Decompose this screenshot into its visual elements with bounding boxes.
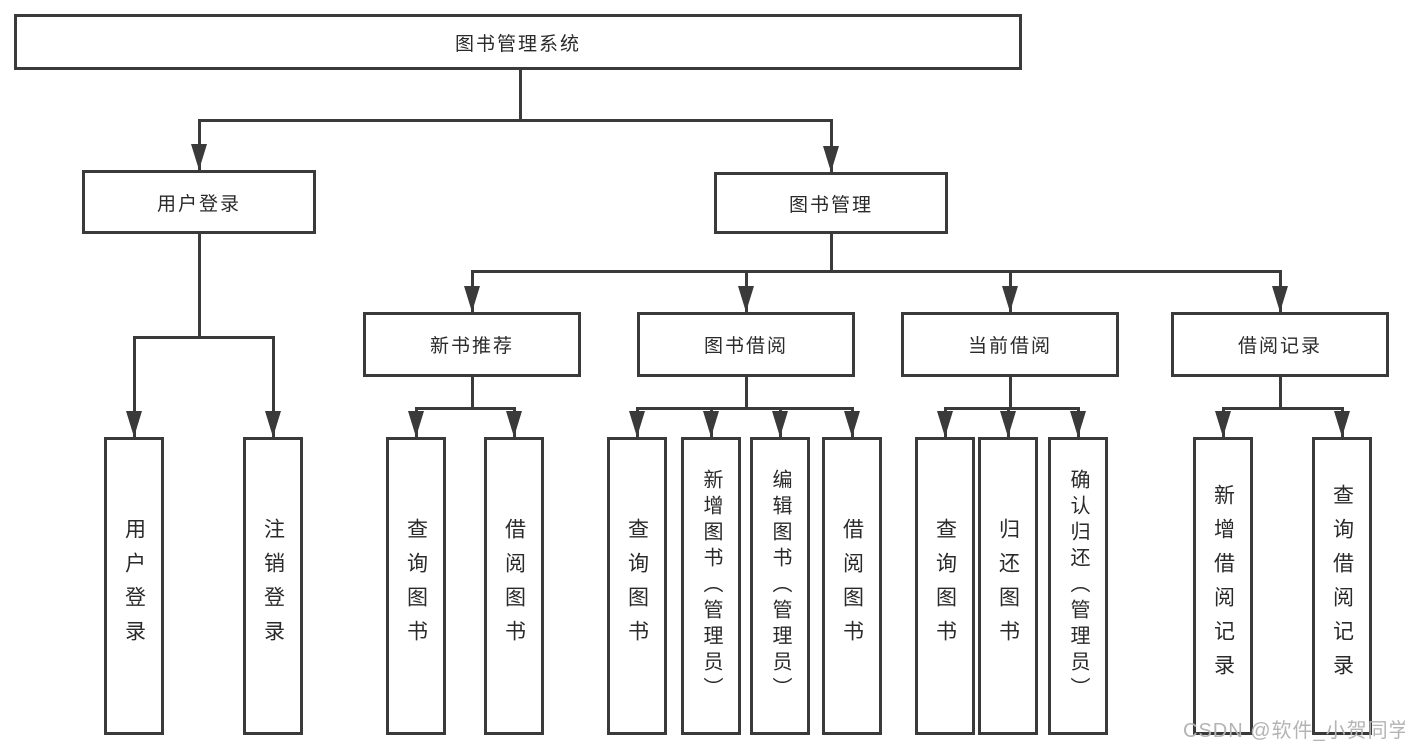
arrowhead-down-icon — [1002, 286, 1018, 312]
node-leaf-query-books-recommend: 查询图书 — [386, 437, 446, 735]
arrowhead-down-icon — [844, 411, 860, 437]
arrowhead-down-icon — [937, 411, 953, 437]
node-book-management: 图书管理 — [714, 172, 948, 234]
connector-line-horizontal — [415, 407, 516, 410]
node-leaf-query-books-borrowing: 查询图书 — [607, 437, 667, 735]
node-leaf-borrow-books-recommend: 借阅图书 — [484, 437, 544, 735]
leaf-label: 借阅图书 — [502, 518, 526, 654]
leaf-label: 归还图书 — [996, 518, 1020, 654]
node-leaf-user-login-action: 用户登录 — [104, 437, 164, 735]
arrowhead-down-icon — [1000, 411, 1016, 437]
connector-line-horizontal — [198, 119, 833, 122]
node-book-borrowing-label: 图书借阅 — [703, 336, 788, 357]
node-leaf-query-books-current: 查询图书 — [915, 437, 975, 735]
connector-line-vertical — [198, 234, 201, 338]
connector-line-vertical — [133, 337, 136, 437]
arrowhead-down-icon — [772, 411, 788, 437]
arrowhead-down-icon — [629, 411, 645, 437]
leaf-label: 用户登录 — [122, 518, 146, 654]
arrowhead-down-icon — [506, 411, 522, 437]
node-new-book-recommendation: 新书推荐 — [363, 312, 581, 377]
node-new-book-recommendation-label: 新书推荐 — [429, 336, 514, 357]
arrowhead-down-icon — [191, 144, 207, 170]
node-current-borrowing: 当前借阅 — [901, 312, 1119, 377]
node-borrowing-records: 借阅记录 — [1171, 312, 1389, 377]
node-user-login: 用户登录 — [82, 170, 316, 234]
node-leaf-add-borrow-record: 新增借阅记录 — [1193, 437, 1253, 735]
leaf-label: 注销登录 — [261, 518, 285, 654]
leaf-label: 查询图书 — [404, 518, 428, 654]
arrowhead-down-icon — [408, 411, 424, 437]
leaf-label: 查询借阅记录 — [1330, 484, 1354, 688]
arrowhead-down-icon — [823, 146, 839, 172]
connector-line-horizontal — [471, 270, 1282, 273]
connector-line-horizontal — [636, 407, 854, 410]
connector-line-vertical — [519, 70, 522, 120]
node-current-borrowing-label: 当前借阅 — [967, 336, 1052, 357]
leaf-label: 借阅图书 — [840, 518, 864, 654]
node-root: 图书管理系统 — [14, 14, 1022, 70]
arrowhead-down-icon — [703, 411, 719, 437]
leaf-label: 确认归还（管理员） — [1067, 469, 1089, 703]
node-borrowing-records-label: 借阅记录 — [1237, 336, 1322, 357]
node-leaf-edit-books-admin: 编辑图书（管理员） — [750, 437, 810, 735]
node-leaf-logout-action: 注销登录 — [243, 437, 303, 735]
node-leaf-query-borrow-record: 查询借阅记录 — [1312, 437, 1372, 735]
arrowhead-down-icon — [1334, 411, 1350, 437]
node-root-label: 图书管理系统 — [454, 33, 581, 55]
node-leaf-return-books: 归还图书 — [978, 437, 1038, 735]
arrowhead-down-icon — [1070, 411, 1086, 437]
node-leaf-add-books-admin: 新增图书（管理员） — [681, 437, 741, 735]
arrowhead-down-icon — [265, 411, 281, 437]
node-user-login-label: 用户登录 — [156, 193, 241, 215]
leaf-label: 新增图书（管理员） — [700, 469, 722, 703]
arrowhead-down-icon — [738, 286, 754, 312]
leaf-label: 查询图书 — [933, 518, 957, 654]
node-leaf-borrow-books-borrowing: 借阅图书 — [822, 437, 882, 735]
connector-line-vertical — [1279, 377, 1282, 409]
arrowhead-down-icon — [1215, 411, 1231, 437]
arrowhead-down-icon — [1272, 286, 1288, 312]
connector-line-vertical — [830, 234, 833, 272]
connector-line-horizontal — [133, 336, 275, 339]
connector-line-vertical — [471, 377, 474, 409]
leaf-label: 编辑图书（管理员） — [769, 469, 791, 703]
node-book-borrowing: 图书借阅 — [637, 312, 855, 377]
connector-line-horizontal — [944, 407, 1080, 410]
arrowhead-down-icon — [464, 286, 480, 312]
node-leaf-confirm-return-admin: 确认归还（管理员） — [1048, 437, 1108, 735]
connector-line-vertical — [745, 377, 748, 409]
arrowhead-down-icon — [126, 411, 142, 437]
csdn-watermark: CSDN @软件_小贺同学 — [1183, 720, 1405, 742]
leaf-label: 查询图书 — [625, 518, 649, 654]
connector-line-vertical — [272, 337, 275, 437]
connector-line-horizontal — [1222, 407, 1344, 410]
connector-line-vertical — [1009, 377, 1012, 409]
node-book-management-label: 图书管理 — [788, 194, 873, 216]
leaf-label: 新增借阅记录 — [1211, 484, 1235, 688]
